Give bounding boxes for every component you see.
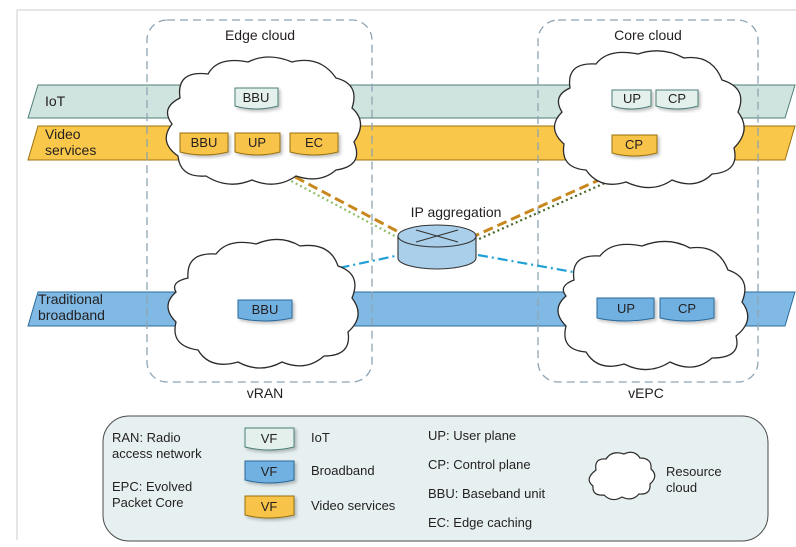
core-cloud-title: Core cloud bbox=[614, 27, 682, 43]
ip-aggregation-label: IP aggregation bbox=[411, 204, 502, 220]
legend-vf-key-label: IoT bbox=[311, 430, 330, 445]
edge-cloud-title: Edge cloud bbox=[225, 27, 295, 43]
core-iot-up-vf: UP bbox=[611, 89, 652, 110]
legend-vf-badge bbox=[244, 460, 295, 484]
legend-vf-badge-label: VF bbox=[261, 464, 278, 479]
core-router-orange-link bbox=[469, 173, 611, 240]
edge-video-bbu-vf: BBU bbox=[179, 132, 229, 156]
legend-cp: CP: Control plane bbox=[428, 457, 531, 472]
edge-video-ec-vf: EC bbox=[289, 132, 339, 156]
vf-badge-shape bbox=[659, 297, 715, 322]
video-band-label-line1: Video bbox=[45, 126, 81, 142]
edge-iot-bbu-vf: BBU bbox=[234, 87, 279, 110]
vf-badge-shape bbox=[237, 299, 293, 322]
legend-resource-cloud-line1: Resource bbox=[666, 464, 722, 479]
edge-router-green-link bbox=[277, 173, 407, 243]
router-cross-2 bbox=[415, 229, 459, 243]
legend-vf-badge-label: VF bbox=[261, 431, 278, 446]
iot-band-label: IoT bbox=[45, 93, 66, 109]
vf-badge-label: CP bbox=[625, 137, 643, 152]
legend-ran-line2: access network bbox=[112, 446, 202, 461]
vf-badge-label: EC bbox=[305, 135, 323, 150]
legend-vf-badge bbox=[244, 427, 295, 451]
vf-badge-label: BBU bbox=[252, 302, 279, 317]
video-band-label-line2: services bbox=[45, 142, 96, 158]
vf-badge-shape bbox=[234, 132, 281, 156]
vf-badge-label: UP bbox=[623, 91, 641, 106]
legend-up: UP: User plane bbox=[428, 428, 516, 443]
vf-badge-label: UP bbox=[617, 301, 635, 316]
cloud-icon bbox=[588, 451, 656, 501]
edge-cloud-top-resource-cloud bbox=[165, 56, 362, 185]
legend-epc-line2: Packet Core bbox=[112, 495, 184, 510]
router-icon bbox=[397, 224, 477, 270]
vf-badge-shape bbox=[655, 89, 699, 110]
vepc-label: vEPC bbox=[628, 385, 664, 401]
edge-router-orange-link bbox=[281, 168, 411, 240]
vf-badge-shape bbox=[596, 297, 655, 322]
legend-resource-cloud-line2: cloud bbox=[666, 480, 697, 495]
edge-cloud-region bbox=[146, 19, 373, 383]
legend-vf-key-label: Video services bbox=[311, 498, 396, 513]
core-cloud-region bbox=[537, 19, 759, 383]
broadband-band-label-line1: Traditional bbox=[38, 291, 103, 307]
vran-label: vRAN bbox=[247, 385, 284, 401]
vf-badge-label: BBU bbox=[191, 135, 218, 150]
vf-badge-shape bbox=[234, 87, 279, 110]
core-broadband-cp-vf: CP bbox=[659, 297, 715, 322]
vf-badge-label: CP bbox=[668, 91, 686, 106]
core-router-olive-link bbox=[469, 177, 615, 245]
vran-router-blue-link bbox=[319, 253, 401, 274]
core-broadband-up-vf: UP bbox=[596, 297, 655, 322]
legend-vf-key-label: Broadband bbox=[311, 463, 375, 478]
legend-vf-badge bbox=[244, 495, 295, 519]
legend-ec: EC: Edge caching bbox=[428, 515, 532, 530]
vf-badge-label: CP bbox=[678, 301, 696, 316]
legend-epc-line1: EPC: Evolved bbox=[112, 479, 192, 494]
vf-badge-shape bbox=[611, 134, 658, 157]
core-cloud-top-resource-cloud bbox=[553, 50, 745, 189]
vf-badge-label: BBU bbox=[243, 90, 270, 105]
vf-badge-shape bbox=[179, 132, 229, 156]
vf-badge-label: UP bbox=[248, 135, 266, 150]
legend-iot-key: VF IoT bbox=[244, 427, 330, 451]
legend-video-key: VF Video services bbox=[244, 495, 396, 519]
legend-ran-line1: RAN: Radio bbox=[112, 430, 181, 445]
edge-broadband-bbu-vf: BBU bbox=[237, 299, 293, 322]
legend-bbu: BBU: Baseband unit bbox=[428, 486, 545, 501]
broadband-band-label-line2: broadband bbox=[38, 307, 105, 323]
core-video-cp-vf: CP bbox=[611, 134, 658, 157]
vf-badge-shape bbox=[289, 132, 339, 156]
vf-badge-shape bbox=[611, 89, 652, 110]
core-iot-cp-vf: CP bbox=[655, 89, 699, 110]
legend-vf-badge-label: VF bbox=[261, 499, 278, 514]
vepc-router-blue-link bbox=[477, 253, 591, 277]
edge-video-up-vf: UP bbox=[234, 132, 281, 156]
legend-broadband-key: VF Broadband bbox=[244, 460, 375, 484]
